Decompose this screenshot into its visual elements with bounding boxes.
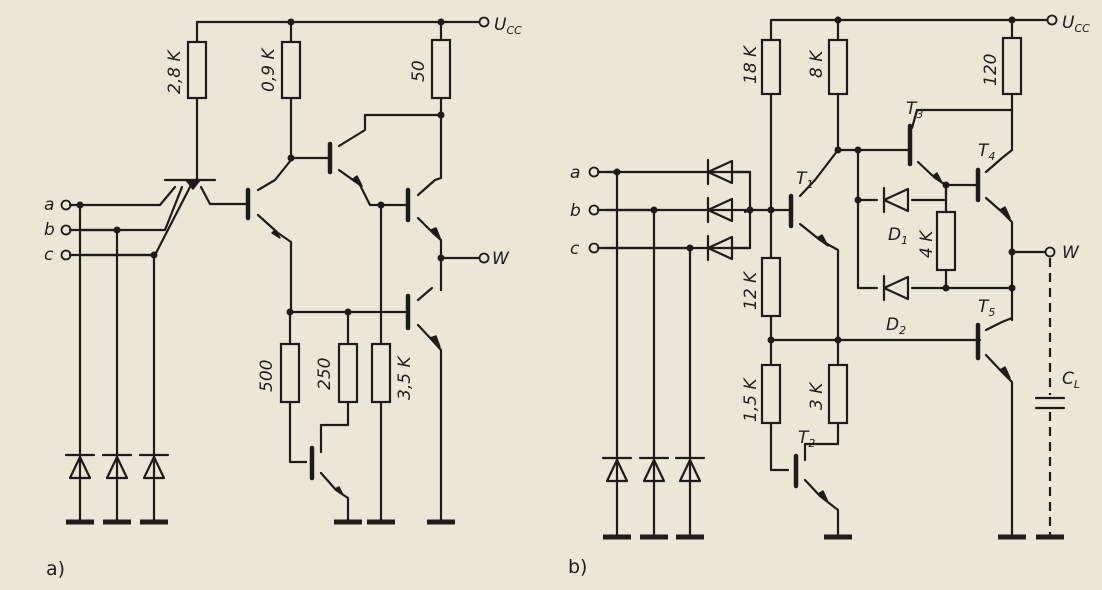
- circuit-b-input-b: b: [570, 201, 581, 221]
- circuit-a-input-a: a: [44, 195, 54, 215]
- circuit-b-transistor-t1-label: T1: [796, 169, 813, 191]
- circuit-b-level-diodes: [882, 186, 910, 302]
- circuit-b-input-diodes: [706, 158, 752, 262]
- circuit-a-resistor-label-3-5k: 3,5 K: [395, 355, 415, 400]
- circuit-b-resistor-label-12k: 12 K: [741, 270, 761, 310]
- circuit-a-terminals: [60, 16, 490, 264]
- circuit-a: a) UCC W a b c 2,8 K 0,9 K 50 500 250 3,…: [44, 15, 522, 580]
- circuit-a-resistor-label-0-9k: 0,9 K: [259, 47, 279, 92]
- circuit-a-caption: a): [46, 558, 65, 580]
- circuit-a-junctions: [76, 18, 445, 316]
- circuit-a-diodes: [64, 453, 170, 480]
- circuit-b-resistor-label-18k: 18 K: [741, 44, 761, 84]
- circuit-b-terminals: [588, 14, 1058, 258]
- circuit-b-load-capacitor: [1034, 258, 1066, 535]
- circuit-b-transistor-t2-label: T2: [798, 428, 815, 450]
- circuit-b-transistor-t4-label: T4: [978, 141, 995, 163]
- circuit-b-diode-d1-label: D1: [888, 225, 908, 247]
- circuit-a-transistor-bars: [185, 141, 441, 496]
- circuit-b-output-label: W: [1062, 243, 1080, 263]
- circuit-a-resistor-label-500: 500: [257, 360, 277, 392]
- circuit-b-resistors: [760, 36, 1023, 425]
- circuit-b: b) UCC W a b c 18 K 8 K 120 12 K 1,5 K 3…: [568, 13, 1090, 578]
- circuit-b-input-a: a: [570, 163, 580, 183]
- circuit-b-junctions: [613, 16, 1016, 344]
- circuit-b-resistor-label-120: 120: [981, 54, 1001, 86]
- circuit-a-supply-label: UCC: [494, 15, 522, 37]
- circuit-b-caption: b): [568, 556, 587, 578]
- circuit-b-transistor-t3-label: T3: [906, 99, 923, 121]
- circuit-a-resistor-label-50: 50: [409, 60, 429, 82]
- circuit-a-input-b: b: [44, 220, 55, 240]
- circuit-a-output-label: W: [492, 249, 510, 269]
- circuit-b-resistor-label-8k: 8 K: [807, 49, 827, 78]
- circuit-a-resistors: [186, 38, 452, 404]
- circuit-b-diode-d2-label: D2: [886, 315, 906, 337]
- circuit-b-clamp-diodes: [601, 456, 706, 483]
- circuit-b-wiring: [605, 18, 1052, 537]
- circuit-b-transistor-bars: [788, 123, 1011, 503]
- circuit-a-resistor-label-250: 250: [315, 358, 335, 390]
- circuit-a-resistor-label-2-8k: 2,8 K: [165, 49, 185, 94]
- circuit-b-capacitor-label: CL: [1062, 369, 1080, 391]
- circuit-b-resistor-label-4k: 4 K: [917, 229, 937, 258]
- circuit-b-input-c: c: [570, 239, 580, 259]
- circuit-b-supply-label: UCC: [1062, 13, 1090, 35]
- circuit-b-resistor-label-1-5k: 1,5 K: [741, 377, 761, 422]
- circuit-a-input-c: c: [44, 245, 54, 265]
- circuit-b-resistor-label-3k: 3 K: [807, 381, 827, 410]
- circuit-b-transistor-t5-label: T5: [978, 297, 995, 319]
